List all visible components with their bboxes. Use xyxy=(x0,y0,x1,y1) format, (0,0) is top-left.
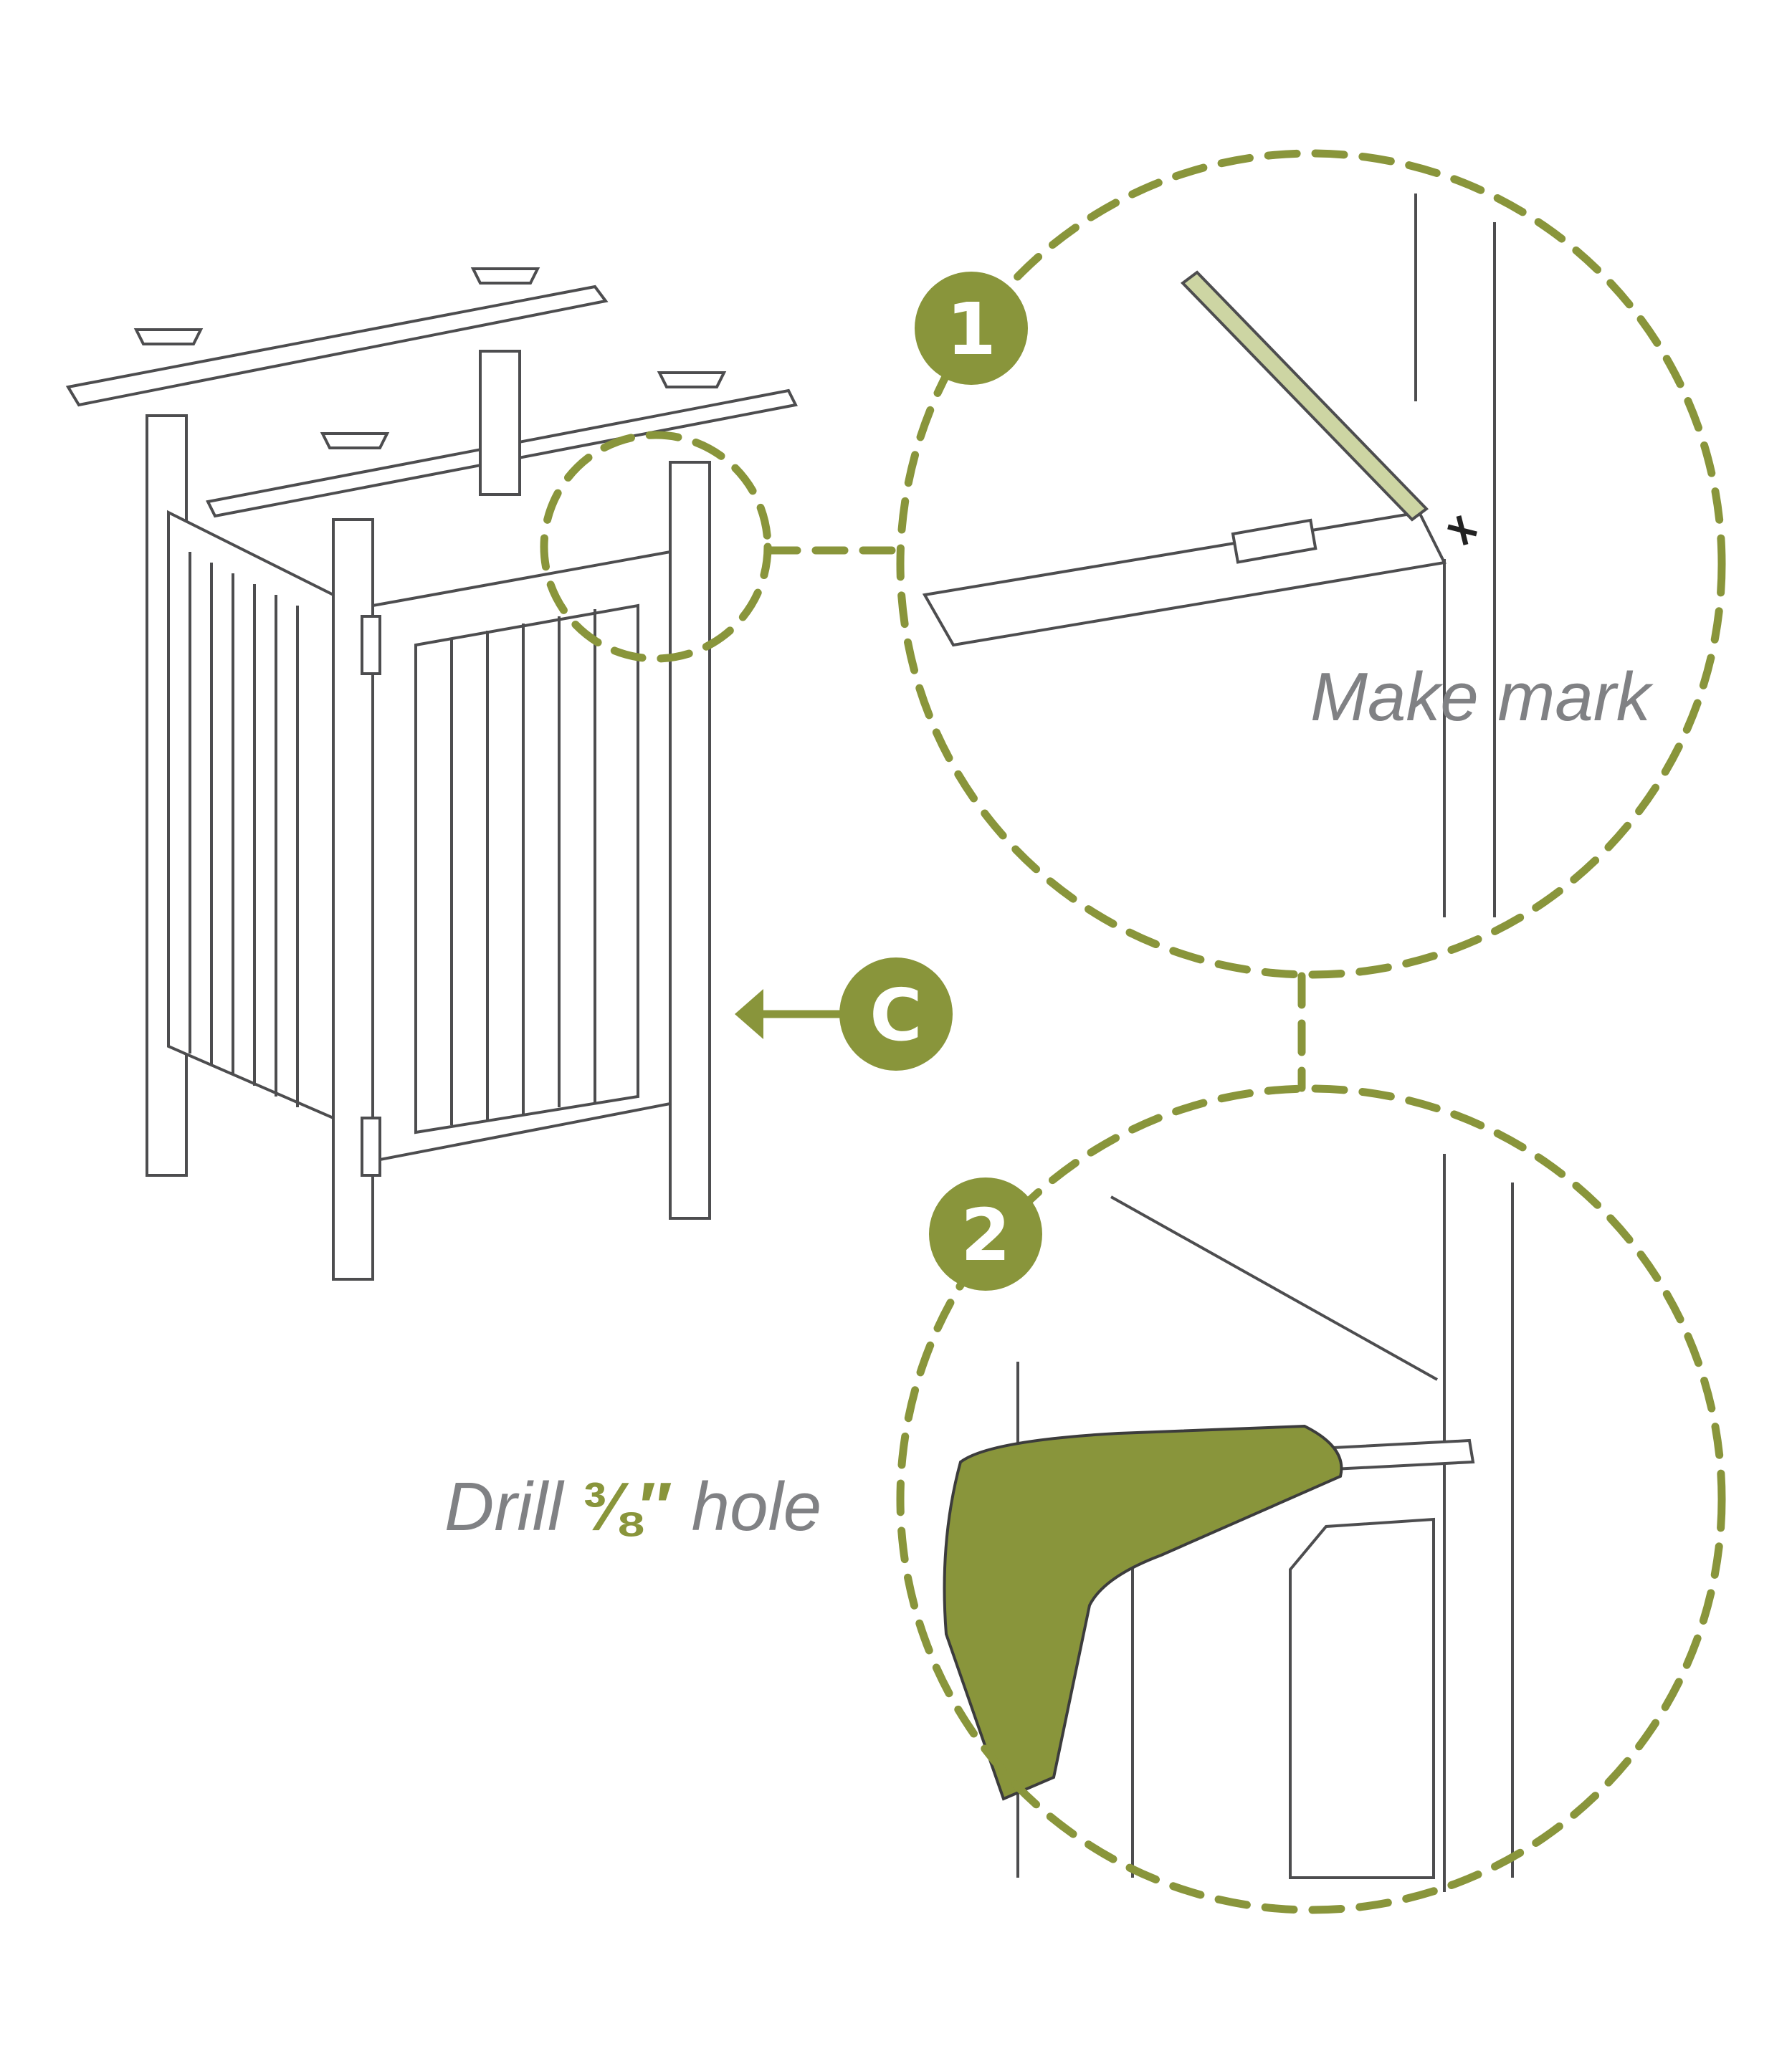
drill-bit xyxy=(1332,1438,1475,1471)
step-2-circle xyxy=(896,1084,1726,1914)
shower-enclosure xyxy=(65,267,798,1281)
mark-x-icon xyxy=(1447,515,1477,545)
step-2-label: Drill ⅜″ hole xyxy=(444,1468,821,1545)
step-1-detail: Make mark xyxy=(922,194,1654,917)
drill-icon xyxy=(943,1424,1343,1801)
svg-text:C: C xyxy=(869,973,922,1057)
top-beam-back xyxy=(65,285,609,407)
post-back-right xyxy=(479,350,521,496)
callout-c: C xyxy=(735,957,953,1071)
arrow-left-icon xyxy=(735,989,763,1039)
gate-panel xyxy=(371,550,672,1163)
svg-text:1: 1 xyxy=(946,287,996,371)
latch-bolt xyxy=(1231,518,1317,564)
gate-post-top xyxy=(1289,1517,1435,1879)
gate-frame xyxy=(414,603,639,1134)
step-2-badge: 2 xyxy=(929,1177,1042,1291)
post-front-right xyxy=(669,461,711,1220)
hinge-top xyxy=(361,615,381,675)
side-panel xyxy=(167,510,335,1121)
latch-bar xyxy=(922,510,1447,647)
svg-text:2: 2 xyxy=(961,1193,1011,1277)
panel-slats xyxy=(189,552,596,1125)
step-2-detail xyxy=(943,1154,1514,1892)
fraction: ⅜″ xyxy=(582,1468,672,1545)
step-1-label: Make mark xyxy=(1310,659,1654,735)
step-1-badge: 1 xyxy=(915,272,1028,385)
hinge-bottom xyxy=(361,1117,381,1177)
step-1-circle xyxy=(896,149,1726,979)
post-caps xyxy=(133,267,727,449)
pen-icon xyxy=(1180,270,1429,522)
